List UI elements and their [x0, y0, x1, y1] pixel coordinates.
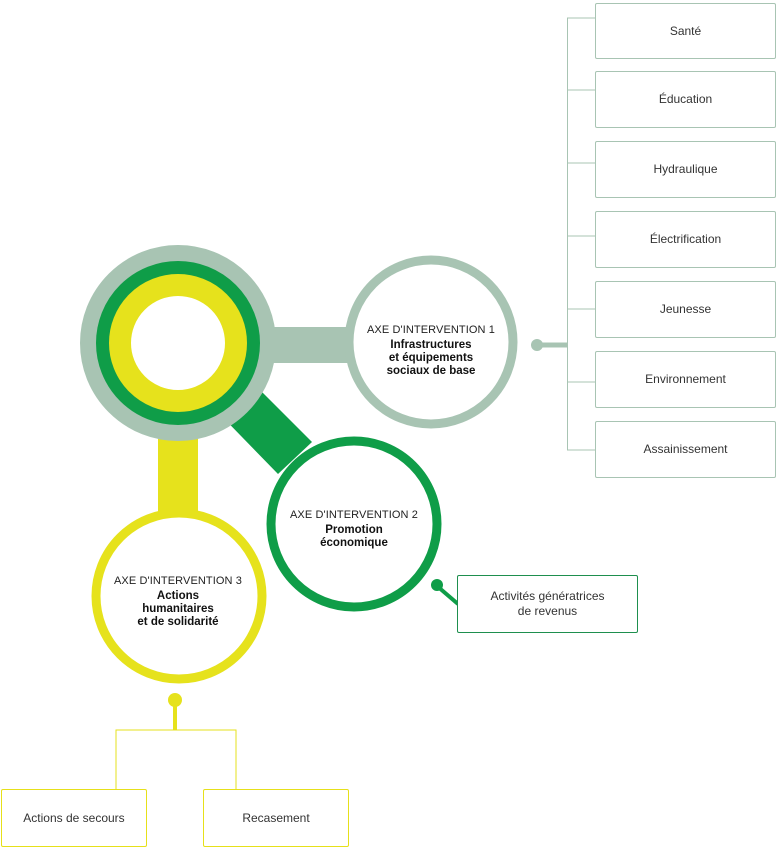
axis-2-connector-dot — [431, 579, 443, 591]
axis-3-title: Actions humanitaires et de solidarité — [137, 590, 219, 628]
axis-1-item-sante: Santé — [595, 3, 776, 59]
axis-1-circle — [344, 255, 518, 429]
axis-3-item-secours: Actions de secours — [1, 789, 147, 847]
axis-3-item-bracket — [115, 729, 237, 790]
hub-ring-gray — [80, 245, 276, 441]
axis-3-label: AXE D'INTERVENTION 3 Actions humanitaire… — [98, 574, 258, 629]
axis-3-connector-dot — [168, 693, 182, 707]
axis-2-title: Promotion économique — [320, 524, 388, 549]
axis-1-item-jeunesse: Jeunesse — [595, 281, 776, 338]
axis-1-connector-dot — [531, 339, 543, 351]
axis-1-label: AXE D'INTERVENTION 1 Infrastructures et … — [351, 323, 511, 378]
axis-1-item-hydraulique: Hydraulique — [595, 141, 776, 198]
axis-3-item-recasement: Recasement — [203, 789, 349, 847]
axis-1-item-electrification: Électrification — [595, 211, 776, 268]
hub-ring-yellow — [109, 274, 247, 412]
axis-1-kicker: AXE D'INTERVENTION 1 — [367, 324, 495, 336]
axis-1-item-environnement: Environnement — [595, 351, 776, 408]
axis-1-item-education: Éducation — [595, 71, 776, 128]
axis-1-item-assainissement: Assainissement — [595, 421, 776, 478]
axis-3-circle — [91, 508, 267, 684]
axis-1-title: Infrastructures et équipements sociaux d… — [386, 339, 476, 377]
axis-2-kicker: AXE D'INTERVENTION 2 — [290, 509, 418, 521]
axis-2-item-activites: Activités génératrices de revenus — [457, 575, 638, 633]
hub-ring-green — [96, 261, 260, 425]
axis-2-label: AXE D'INTERVENTION 2 Promotion économiqu… — [274, 508, 434, 550]
axis-3-kicker: AXE D'INTERVENTION 3 — [114, 575, 242, 587]
axis-2-circle — [266, 436, 442, 612]
